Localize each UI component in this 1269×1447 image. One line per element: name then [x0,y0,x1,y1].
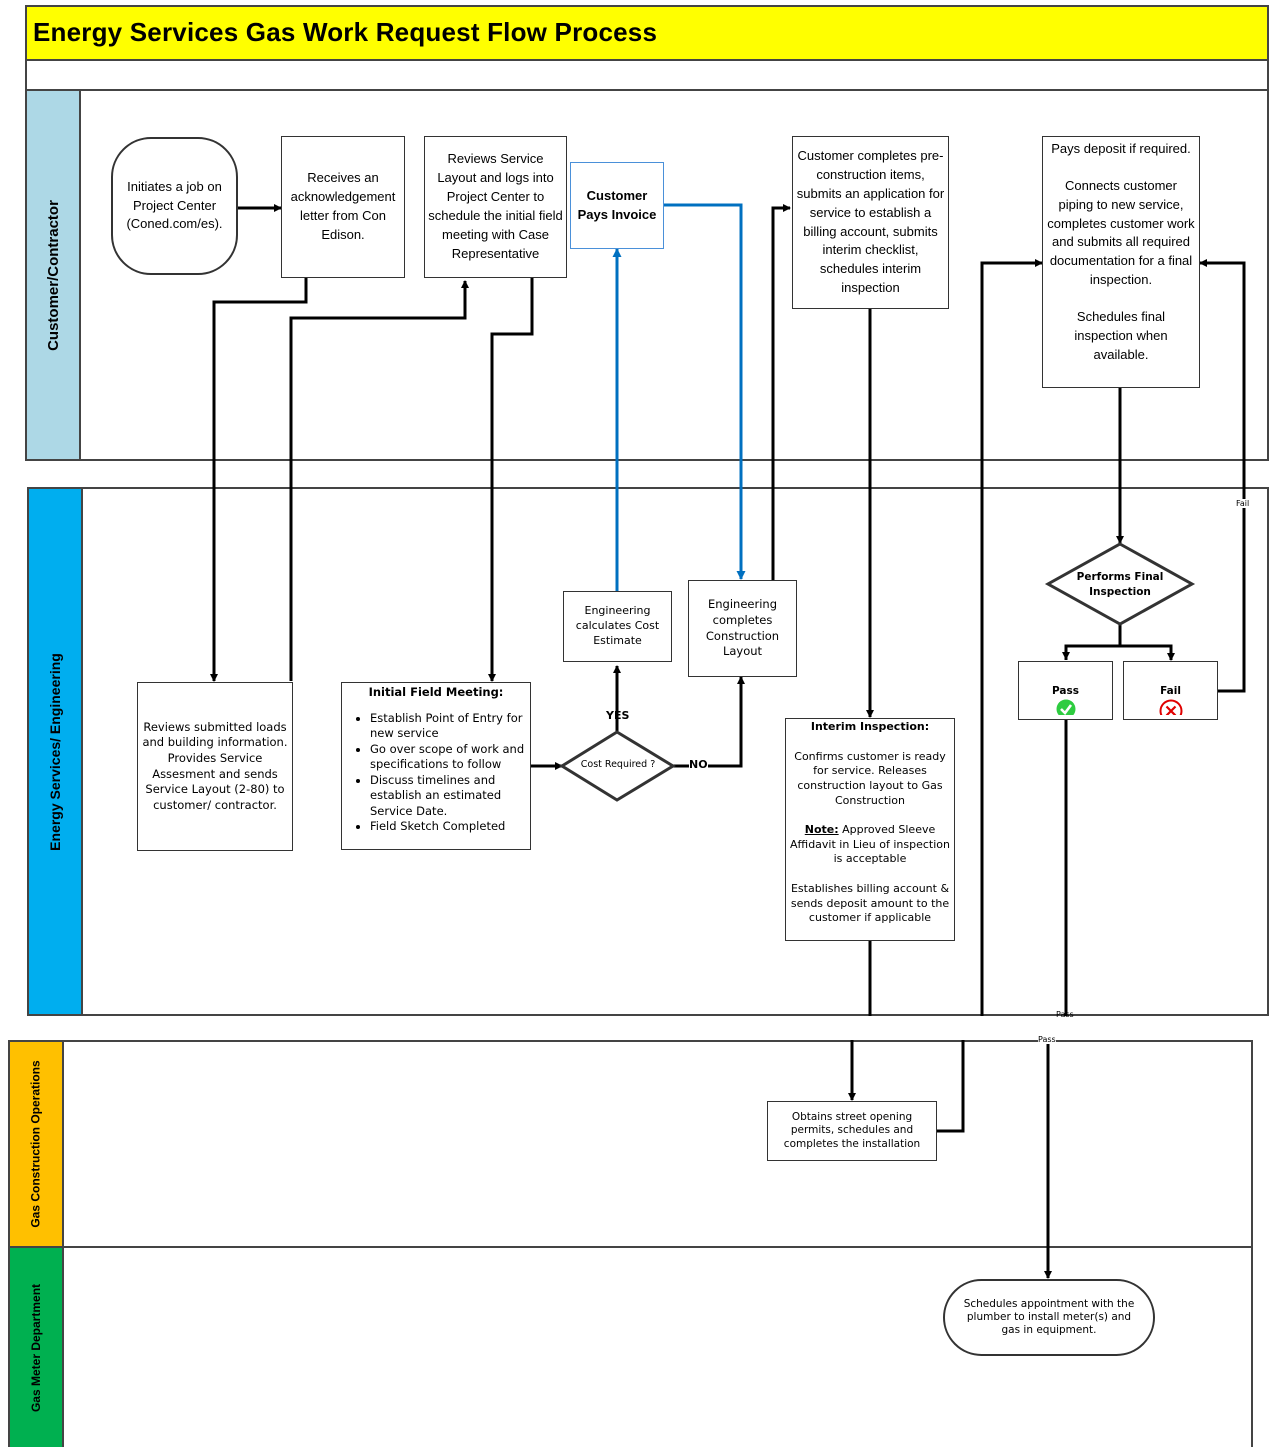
lane-label-construction: Gas Construction Operations [8,1040,64,1248]
lane-label-customer: Customer/Contractor [25,91,81,461]
cost-decision-shape [559,730,676,802]
field-meeting-heading: Initial Field Meeting: [368,685,504,699]
node-appointment: Schedules appointment with the plumber t… [943,1279,1155,1356]
title-subbar [25,61,1269,91]
field-meeting-item: Establish Point of Entry for new service [370,711,528,742]
node-preconstruction: Customer completes pre-construction item… [792,136,949,309]
edge-invoice-layout [663,203,746,580]
interim-p1: Confirms customer is ready for service. … [794,749,946,807]
x-circle-icon [1159,699,1182,715]
node-initiate: Initiates a job on Project Center (Coned… [111,137,238,275]
edge-final-split-left [1062,644,1120,660]
node-pass: Pass [1018,661,1113,720]
edge-label-yes: YES [606,709,630,722]
edge-reviewsloads-reviewslayout [289,280,469,681]
node-permits: Obtains street opening permits, schedule… [767,1101,937,1161]
node-cost-estimate: Engineering calculates Cost Estimate [563,591,672,662]
edge-fail-loop [1199,259,1246,693]
edge-layout-preconstruction [771,204,791,580]
edge-pass-appointment [1048,720,1068,1278]
node-cost-decision-label: Cost Required ? [580,759,656,770]
final-inspection-shape [1044,542,1196,626]
node-interim-inspection: Interim Inspection: Confirms customer is… [785,718,955,941]
lane-label-meter: Gas Meter Department [8,1246,64,1447]
interim-heading: Interim Inspection: [810,720,930,733]
page-title: Energy Services Gas Work Request Flow Pr… [33,17,658,47]
edge-interim-permits [852,941,872,1100]
edge-decision-no [673,676,745,768]
edge-ack-reviewsloads [210,278,308,682]
node-final-inspection-label: Performs Final Inspection [1076,571,1164,598]
interim-p3: Establishes billing account & sends depo… [790,882,950,925]
field-meeting-list: Establish Point of Entry for new service… [344,711,528,835]
title-bar: Energy Services Gas Work Request Flow Pr… [25,5,1269,61]
node-reviews-layout: Reviews Service Layout and logs into Pro… [424,136,567,278]
field-meeting-item: Discuss timelines and establish an estim… [370,773,528,820]
edge-label-pass-1: Pass [1056,1010,1074,1019]
check-icon [1056,699,1075,715]
node-acknowledge: Receives an acknowledgement letter from … [281,136,405,278]
node-field-meeting: Initial Field Meeting: Establish Point o… [341,682,531,850]
edge-permits-deposit [937,263,1042,1133]
edge-final-split [1064,624,1171,660]
edge-reviewslayout-fieldmeeting [488,278,534,682]
edge-label-no: NO [689,758,708,771]
field-meeting-item: Go over scope of work and specifications… [370,742,528,773]
node-reviews-loads: Reviews submitted loads and building inf… [137,682,293,851]
node-pays-invoice: Customer Pays Invoice [570,162,664,249]
node-deposit: Pays deposit if required. Connects custo… [1042,136,1200,388]
node-construction-layout: Engineering completes Construction Layou… [688,580,797,677]
node-fail: Fail [1123,661,1218,720]
lane-label-engineering: Energy Services/ Engineering [27,487,83,1016]
edge-label-pass-2: Pass [1038,1035,1056,1044]
interim-note: Note: Approved Sleeve Affidavit in Lieu … [790,823,950,866]
edge-label-fail: Fail [1236,499,1250,508]
field-meeting-item: Field Sketch Completed [370,819,528,835]
